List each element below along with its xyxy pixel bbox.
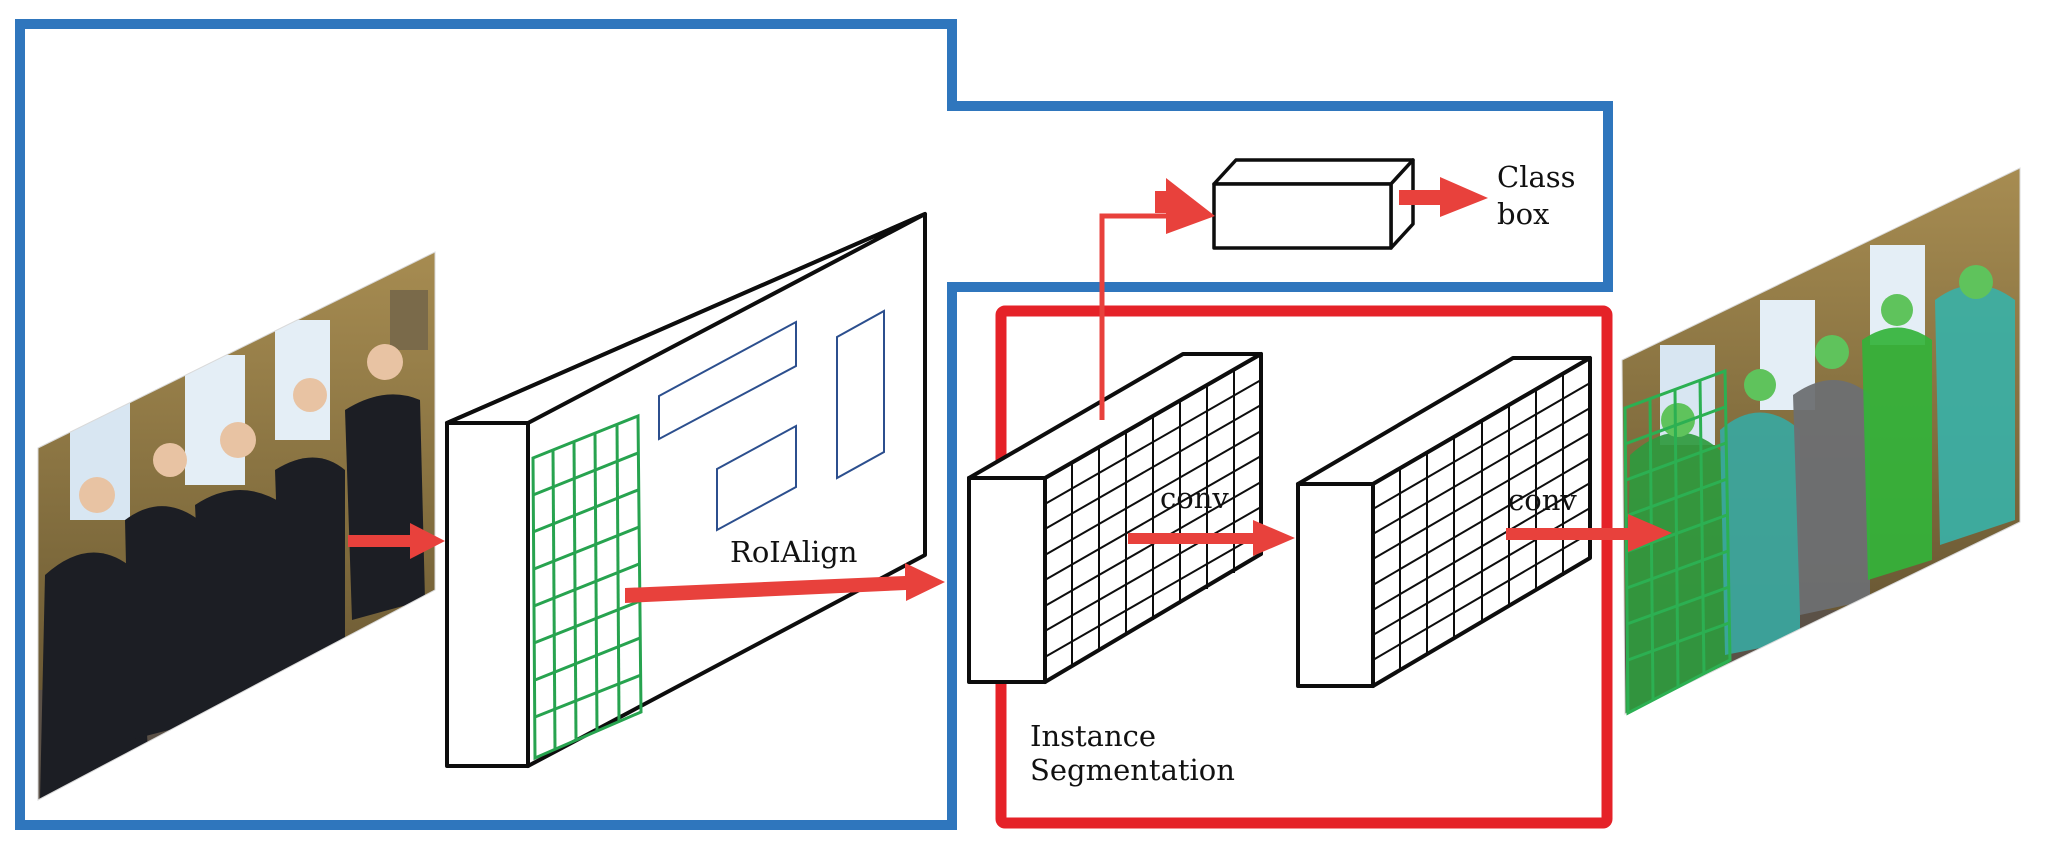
proposal-boxes bbox=[658, 309, 885, 532]
branch-line bbox=[1099, 213, 1170, 420]
conv-block-1-grid bbox=[1044, 369, 1262, 666]
class-box-head-block bbox=[1212, 158, 1415, 250]
conv-block-2 bbox=[1296, 356, 1592, 688]
conv-block-1 bbox=[967, 352, 1263, 684]
input-image bbox=[38, 252, 435, 800]
roialign-label: RoIAlign bbox=[730, 535, 857, 569]
feature-map-block bbox=[445, 212, 927, 768]
arrows bbox=[348, 177, 1672, 603]
conv-block-2-grid bbox=[1372, 374, 1591, 670]
instance-label: Instance bbox=[1030, 719, 1156, 753]
segmentation-label: Segmentation bbox=[1030, 753, 1235, 787]
blue-region-outline bbox=[15, 19, 1613, 830]
input-image-frame bbox=[37, 251, 436, 801]
arrow-branch-head bbox=[1155, 178, 1215, 234]
arrow-conv-2 bbox=[1506, 514, 1672, 552]
output-grid bbox=[1623, 368, 1732, 716]
arrow-conv-1 bbox=[1128, 520, 1295, 556]
conv-label-2: conv bbox=[1508, 483, 1577, 517]
box-label: box bbox=[1497, 197, 1549, 231]
roi-grid bbox=[531, 413, 643, 761]
output-image-frame bbox=[1621, 167, 2021, 715]
arrow-input-to-features bbox=[348, 523, 445, 559]
conv-label-1: conv bbox=[1160, 481, 1229, 515]
arrow-class-box bbox=[1399, 177, 1488, 217]
class-label: Class bbox=[1497, 160, 1576, 194]
arrow-roialign bbox=[625, 563, 945, 603]
